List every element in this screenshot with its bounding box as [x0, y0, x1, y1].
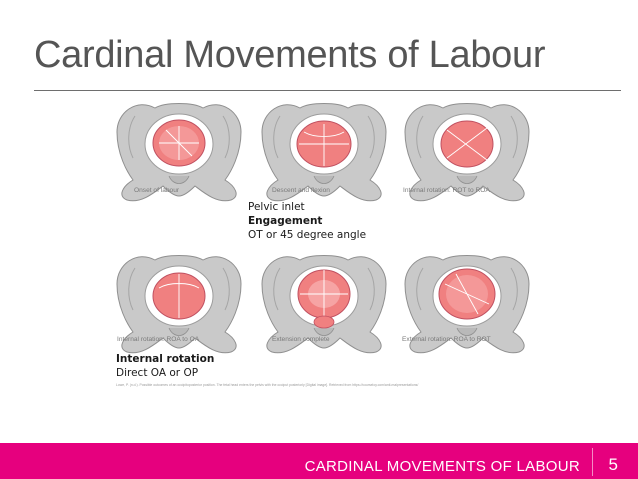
- title-divider: [34, 90, 621, 91]
- page-number: 5: [608, 455, 618, 474]
- caption-external-rotation: External rotation: ROA to ROT: [402, 336, 491, 343]
- caption-rotation-roa-oa: Internal rotation: ROA to OA: [117, 336, 200, 343]
- cardinal-movements-diagram: [116, 103, 530, 354]
- pelvis-diagram-descent: [261, 103, 387, 202]
- caption-rotation-rot-roa: Internal rotation: ROT to ROA: [403, 187, 490, 194]
- rotation-line-2: Direct OA or OP: [116, 367, 199, 379]
- pelvis-diagram-external-rotation: [404, 255, 530, 354]
- rotation-line-1: Internal rotation: [116, 352, 214, 366]
- pelvis-diagram-rotation-rot-roa: [404, 103, 530, 202]
- caption-onset: Onset of labour: [134, 187, 180, 194]
- engagement-line-1: Pelvic inlet: [248, 201, 305, 213]
- footer-divider: [592, 448, 593, 476]
- pelvis-diagram-onset: [116, 103, 242, 202]
- engagement-line-3: OT or 45 degree angle: [248, 229, 367, 241]
- engagement-line-2: Engagement: [248, 214, 366, 228]
- pelvis-diagram-extension: [261, 255, 387, 354]
- engagement-bold-label: Engagement: [248, 215, 323, 227]
- caption-descent: Descent and flexion: [272, 187, 330, 194]
- rotation-note: Internal rotation Direct OA or OP: [116, 352, 214, 380]
- pelvis-diagram-rotation-roa-oa: [116, 255, 242, 354]
- rotation-bold-label: Internal rotation: [116, 353, 215, 365]
- footer-title: CARDINAL MOVEMENTS OF LABOUR: [304, 458, 580, 475]
- slide-title: Cardinal Movements of Labour: [34, 34, 546, 76]
- footer-bar: CARDINAL MOVEMENTS OF LABOUR 5: [0, 443, 638, 479]
- image-reference: Lowe, P. (n.d.). Possible outcomes of an…: [116, 383, 419, 387]
- engagement-note: Pelvic inlet Engagement OT or 45 degree …: [248, 200, 366, 242]
- caption-extension: Extension complete: [272, 336, 330, 343]
